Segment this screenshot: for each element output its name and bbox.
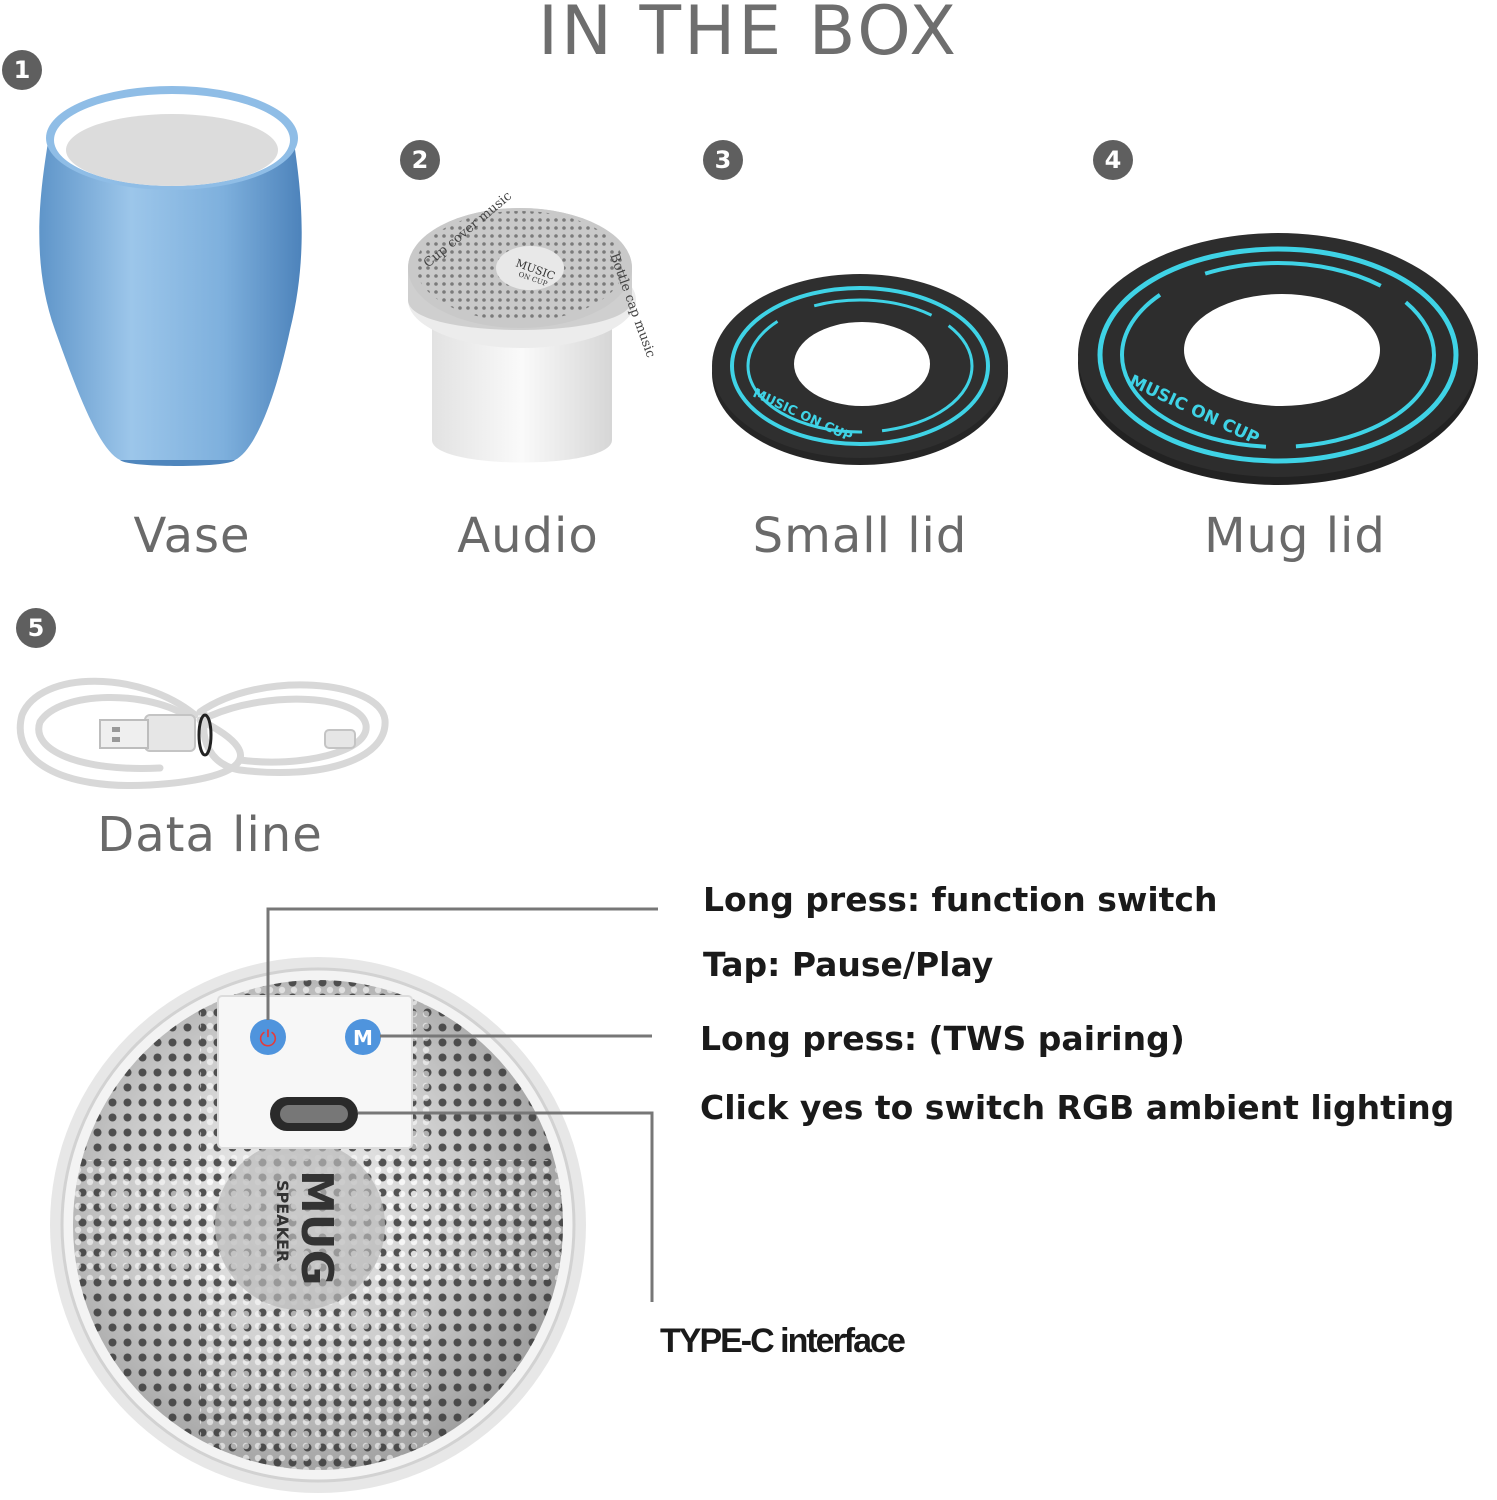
item-label-data-line: Data line <box>97 807 323 863</box>
callout-rgb-lighting: Click yes to switch RGB ambient lighting <box>700 1088 1455 1127</box>
power-button-icon: ⏻ <box>259 1027 276 1052</box>
callout-leader-lines <box>266 907 658 1302</box>
vase-image <box>39 86 302 466</box>
item-label-audio: Audio <box>457 508 599 564</box>
item-number-badge-3: 3 <box>703 140 743 180</box>
item-number-badge-2: 2 <box>400 140 440 180</box>
item-label-small-lid: Small lid <box>752 508 968 564</box>
small-lid-image <box>712 274 1008 465</box>
mug-lid-image <box>1078 233 1478 485</box>
mode-button-icon: M <box>353 1026 373 1050</box>
item-number-badge-1: 1 <box>2 50 42 90</box>
speaker-sub-text: SPEAKER <box>273 1180 292 1262</box>
audio-speaker-image <box>408 208 636 463</box>
callout-tws-pairing: Long press: (TWS pairing) <box>700 1019 1185 1058</box>
usb-connector-image <box>99 713 356 757</box>
callout-tap-pause-play: Tap: Pause/Play <box>703 945 994 984</box>
item-number-badge-4: 4 <box>1093 140 1133 180</box>
callout-typec-interface: TYPE-C interface <box>660 1322 906 1360</box>
speaker-brand-text: MUG <box>291 1170 342 1286</box>
item-number-badge-5: 5 <box>16 608 56 648</box>
item-label-vase: Vase <box>133 508 251 564</box>
callout-long-press-function: Long press: function switch <box>703 880 1218 919</box>
page-title: IN THE BOX <box>538 0 959 71</box>
data-line-cable-image <box>16 677 389 790</box>
item-label-mug-lid: Mug lid <box>1204 508 1386 564</box>
speaker-bottom-image <box>50 957 586 1493</box>
